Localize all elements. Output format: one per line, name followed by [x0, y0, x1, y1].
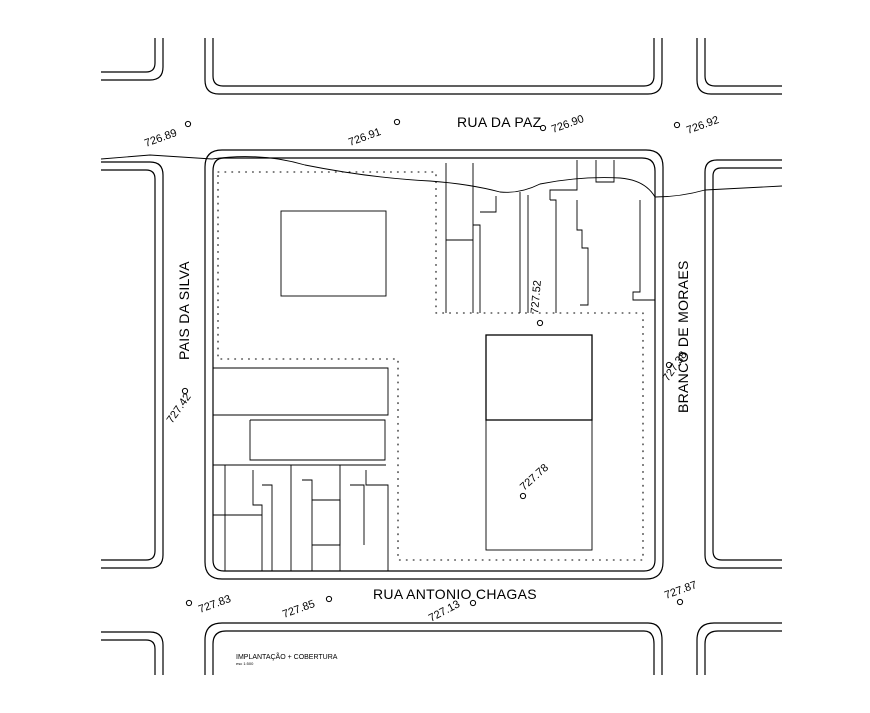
svg-text:726.92: 726.92 — [685, 114, 721, 137]
svg-text:726.90: 726.90 — [550, 113, 586, 136]
north-west-block — [101, 38, 164, 81]
south-east-block — [696, 622, 782, 675]
central-block-outline — [204, 149, 664, 580]
elevation-marker: 727.52 — [529, 280, 544, 327]
drawing-scale: esc 1:500 — [236, 661, 254, 666]
svg-text:727.52: 727.52 — [529, 280, 544, 315]
svg-text:727.83: 727.83 — [197, 593, 233, 616]
existing-lots-north — [445, 160, 655, 313]
svg-text:727.85: 727.85 — [281, 598, 317, 621]
building-roof-main — [485, 334, 593, 551]
elevation-marker: 726.91 — [347, 118, 401, 149]
street-label-west: PAIS DA SILVA — [176, 261, 192, 360]
north-center-block — [204, 38, 663, 95]
existing-lots-south-west — [213, 367, 389, 571]
building-roof-north — [280, 210, 387, 297]
street-label-south: RUA ANTONIO CHAGAS — [373, 586, 537, 602]
west-block — [101, 161, 164, 569]
street-label-east: BRANCO DE MORAES — [675, 260, 691, 413]
elevation-marker: 727.78 — [518, 462, 551, 500]
contour-line — [100, 154, 783, 198]
north-east-block — [696, 38, 782, 95]
svg-text:727.87: 727.87 — [663, 579, 699, 602]
street-label-north: RUA DA PAZ — [457, 114, 542, 130]
elevation-marker: 727.83 — [185, 593, 233, 616]
east-block — [704, 159, 782, 569]
svg-text:727.42: 727.42 — [165, 391, 194, 425]
elevation-marker: 727.13 — [427, 598, 477, 625]
elevation-marker: 727.85 — [281, 595, 333, 621]
elevation-marker: 727.87 — [663, 579, 699, 606]
svg-text:726.91: 726.91 — [347, 126, 383, 149]
south-center-block — [204, 622, 663, 675]
svg-text:726.89: 726.89 — [143, 127, 179, 150]
svg-text:727.13: 727.13 — [427, 598, 462, 624]
svg-text:727.78: 727.78 — [518, 462, 551, 493]
elevation-marker: 727.42 — [165, 387, 194, 426]
drawing-caption: IMPLANTAÇÃO + COBERTURA — [236, 652, 338, 661]
elevation-marker: 726.89 — [143, 120, 192, 150]
elevation-marker: 726.92 — [673, 114, 721, 137]
south-west-block — [101, 631, 164, 675]
elevation-marker: 726.90 — [539, 113, 586, 136]
